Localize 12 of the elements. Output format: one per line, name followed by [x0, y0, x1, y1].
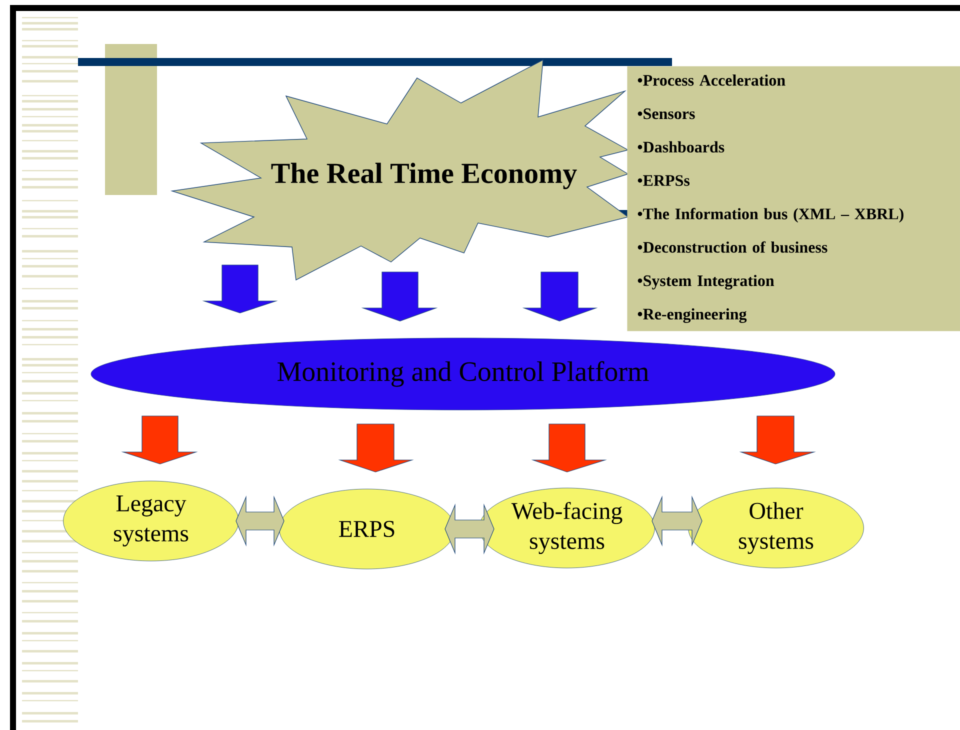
- block-arrow: [361, 272, 438, 322]
- block-arrow: [121, 416, 198, 464]
- block-arrow: [652, 496, 702, 546]
- bullet-list-box: •Process Acceleration •Sensors •Dashboards •ERPSs •The Information bus (XML – XBRL) •Deconstruction of business •System Integration •Re-engineering: [627, 66, 960, 332]
- block-arrow: [444, 504, 494, 554]
- block-arrow: [338, 424, 414, 472]
- block-arrow: [739, 416, 816, 464]
- starburst: The Real Time Economy: [170, 59, 629, 281]
- block-arrow: [522, 272, 598, 322]
- block-arrow: [202, 264, 278, 314]
- block-arrow: [531, 424, 607, 472]
- block-arrow: [236, 496, 284, 546]
